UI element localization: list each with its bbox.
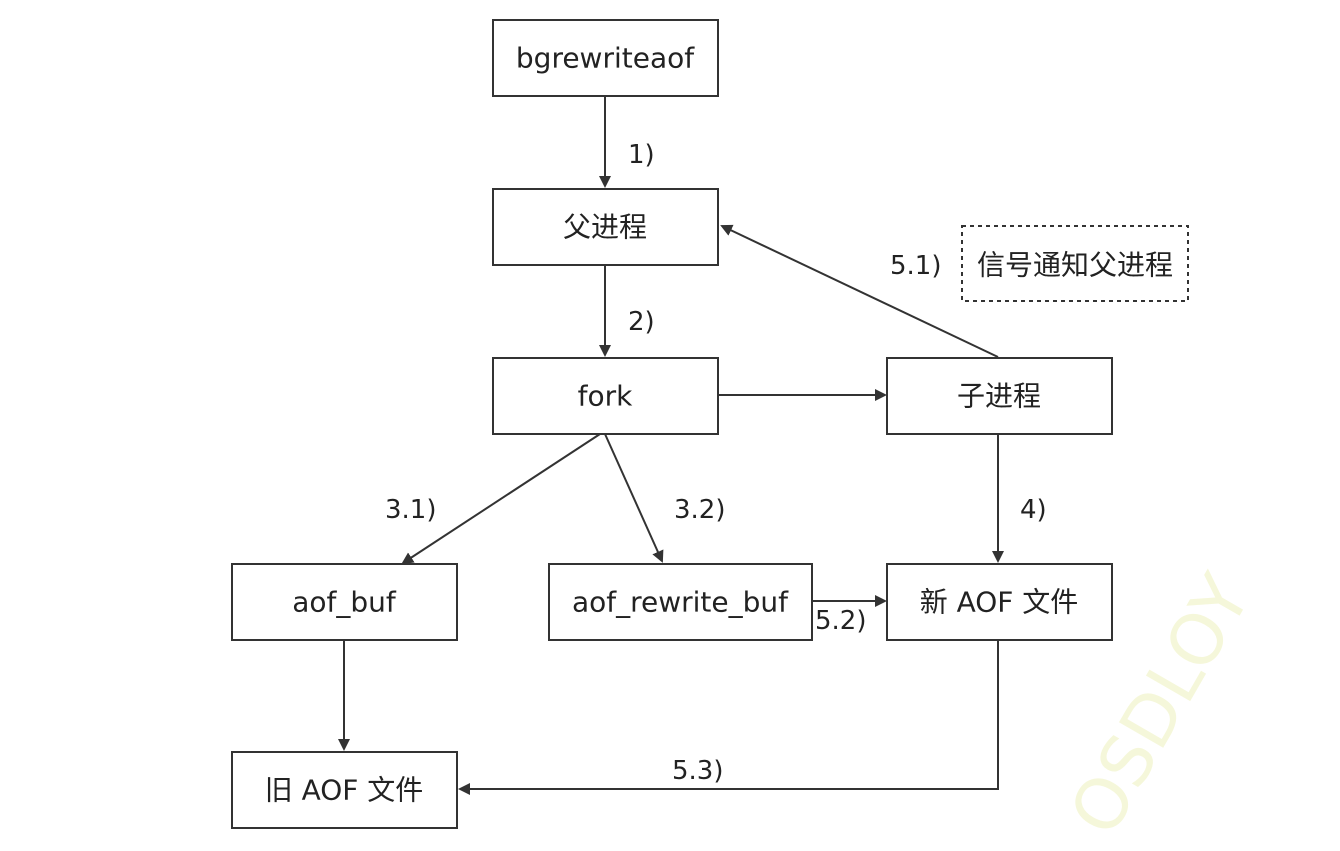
edge-fork-to-aof-buf <box>401 433 601 565</box>
parent-process-label: 父进程 <box>563 211 647 244</box>
fork-label: fork <box>578 380 634 413</box>
node-labels: bgrewriteaof 父进程 fork 子进程 aof_buf aof_re… <box>265 42 1173 807</box>
edge-child-to-parent <box>720 224 999 358</box>
child-process-box <box>886 357 1113 435</box>
fork-box <box>492 357 719 435</box>
edge-label-4: 4) <box>1020 495 1047 525</box>
signal-note-label: 信号通知父进程 <box>977 249 1173 282</box>
nodes <box>231 19 1189 829</box>
bgrewriteaof-box <box>492 19 719 97</box>
aof-rewrite-buf-box <box>548 563 813 641</box>
edge-label-5-1: 5.1) <box>890 251 942 281</box>
aof-rewrite-buf-label: aof_rewrite_buf <box>572 586 789 619</box>
edge-label-1: 1) <box>628 140 655 170</box>
edge-label-3-2: 3.2) <box>674 495 726 525</box>
parent-process-box <box>492 188 719 266</box>
edge-label-5-3: 5.3) <box>672 756 724 786</box>
edge-label-2: 2) <box>628 307 655 337</box>
old-aof-file-box <box>231 751 458 829</box>
edge-new-aof-to-old-aof <box>458 640 999 795</box>
child-process-label: 子进程 <box>957 380 1041 413</box>
edge-labels: 1) 2) 3.1) 3.2) 4) 5.1) 5.2) 5.3) <box>385 140 1047 786</box>
new-aof-file-label: 新 AOF 文件 <box>920 586 1079 619</box>
old-aof-file-label: 旧 AOF 文件 <box>265 774 424 807</box>
edge-label-3-1: 3.1) <box>385 495 437 525</box>
aof-buf-box <box>231 563 458 641</box>
aof-buf-label: aof_buf <box>292 586 397 619</box>
signal-note-box <box>961 225 1189 302</box>
new-aof-file-box <box>886 563 1113 641</box>
bgrewriteaof-label: bgrewriteaof <box>516 42 695 75</box>
edge-fork-to-aof-rewrite-buf <box>604 433 664 563</box>
edges <box>338 96 1004 795</box>
edge-label-5-2: 5.2) <box>815 606 867 636</box>
